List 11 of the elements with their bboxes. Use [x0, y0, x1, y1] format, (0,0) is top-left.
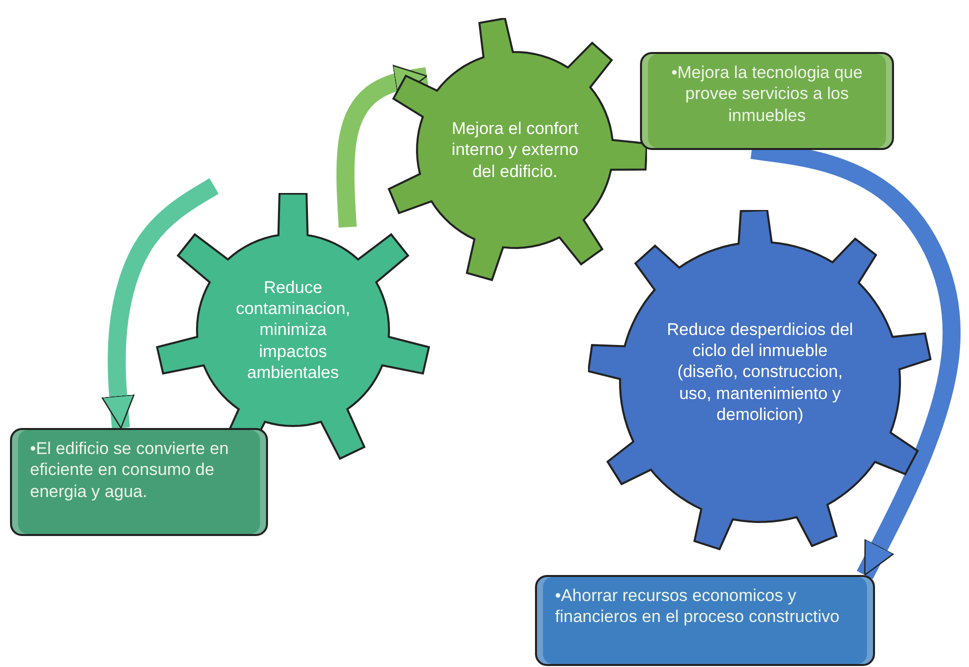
text-box [640, 52, 894, 150]
gear-label: Reduce desperdicios del ciclo del inmueble (diseño, construccion, uso, mantenimiento y demolicion) [666, 318, 854, 426]
text-box [10, 428, 268, 536]
box-text: •Ahorrar recursos economicos y financieros en el proceso constructivo [555, 585, 840, 628]
curved-arrow [101, 178, 219, 429]
gear-label: Mejora el confort interno y externo del edificio. [451, 118, 579, 182]
curved-arrow [336, 64, 428, 228]
text-box [535, 575, 875, 666]
gear-label: Reduce contaminacion, minimiza impactos ambientales [234, 276, 352, 384]
box-text: •El edificio se convierte en eficiente en consumo de energia y agua. [30, 438, 230, 502]
box-text: •Mejora la tecnologia que provee servicios a los inmuebles [670, 62, 864, 126]
